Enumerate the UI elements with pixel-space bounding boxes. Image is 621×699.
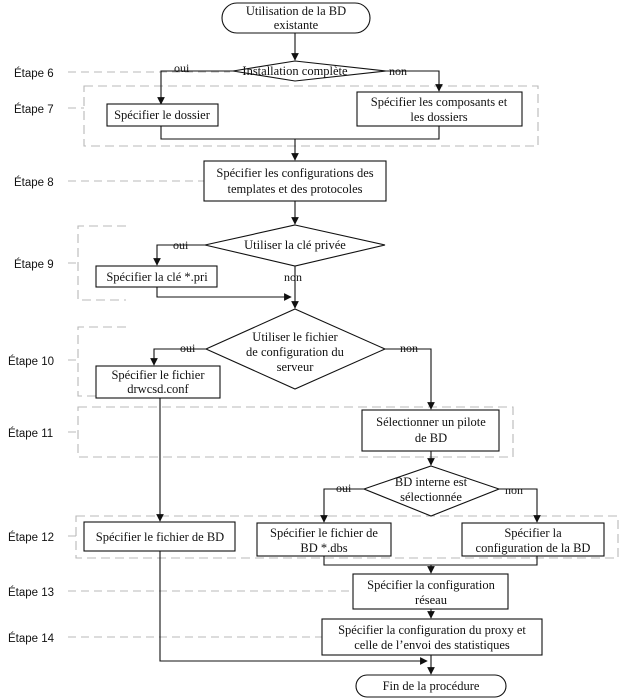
- yes-label-key: oui: [173, 238, 189, 252]
- svg-text:celle de l’envoi des statistiq: celle de l’envoi des statistiques: [354, 638, 510, 652]
- svg-text:existante: existante: [274, 18, 319, 32]
- no-label-internal: non: [505, 483, 523, 497]
- node-end: Fin de la procédure: [355, 674, 507, 698]
- svg-text:BD interne est: BD interne est: [395, 475, 468, 489]
- step-7-frame: [83, 85, 539, 147]
- decision-internal-db: BD interne est sélectionnée: [362, 465, 501, 517]
- node-dbs-file: Spécifier le fichier de BD *.dbs: [256, 522, 392, 557]
- svg-text:Utiliser la clé privée: Utiliser la clé privée: [244, 238, 346, 252]
- yes-label-install: oui: [174, 61, 190, 75]
- svg-text:Spécifier la configuration du: Spécifier la configuration du proxy et: [338, 623, 526, 637]
- node-key-file: Spécifier la clé *.pri: [95, 265, 218, 288]
- svg-text:Utiliser le fichier: Utiliser le fichier: [252, 330, 338, 344]
- node-proxy: Spécifier la configuration du proxy et c…: [321, 618, 543, 656]
- svg-text:de configuration du: de configuration du: [246, 345, 345, 359]
- svg-text:configuration de la BD: configuration de la BD: [476, 541, 591, 555]
- arrow-key-yes: [153, 244, 205, 266]
- arrow-internal-no: [499, 488, 541, 523]
- svg-text:réseau: réseau: [415, 593, 448, 607]
- arrow-dbfile-to-end: [159, 551, 428, 665]
- svg-text:serveur: serveur: [277, 360, 315, 374]
- decision-install: Installation complète: [232, 60, 387, 82]
- no-label-conf: non: [400, 341, 418, 355]
- step-labels: Étape 6 Étape 7 Étape 8 Étape 9 Étape 10…: [8, 67, 353, 645]
- svg-text:de BD: de BD: [415, 431, 447, 445]
- node-db-config: Spécifier la configuration de la BD: [461, 522, 605, 557]
- svg-text:Spécifier le fichier de BD: Spécifier le fichier de BD: [96, 530, 224, 544]
- arrow-install-yes: [157, 70, 233, 105]
- step-11-frame: [77, 406, 514, 458]
- decision-config-file: Utiliser le fichier de configuration du …: [204, 308, 387, 390]
- svg-text:Utilisation de la BD: Utilisation de la BD: [246, 4, 346, 18]
- branch-labels: oui non oui non oui non oui non: [173, 61, 523, 497]
- merge-step-7: [160, 126, 440, 140]
- arrow-internal-yes: [320, 488, 364, 523]
- svg-text:Installation complète: Installation complète: [242, 64, 348, 78]
- step-12-label: Étape 12: [8, 531, 54, 544]
- svg-text:Fin de la procédure: Fin de la procédure: [383, 679, 480, 693]
- svg-text:BD *.dbs: BD *.dbs: [300, 541, 347, 555]
- step-10-label: Étape 10: [8, 355, 54, 368]
- svg-text:Spécifier le fichier: Spécifier le fichier: [111, 368, 205, 382]
- no-label-install: non: [389, 64, 407, 78]
- arrow-conf-no: [385, 348, 435, 410]
- svg-text:Spécifier la clé *.pri: Spécifier la clé *.pri: [106, 270, 208, 284]
- svg-text:sélectionnée: sélectionnée: [400, 490, 462, 504]
- svg-text:drwcsd.conf: drwcsd.conf: [127, 382, 189, 396]
- step-9-label: Étape 9: [14, 258, 54, 271]
- svg-text:Spécifier le fichier de: Spécifier le fichier de: [270, 526, 378, 540]
- node-folder: Spécifier le dossier: [106, 103, 219, 127]
- node-db-driver: Sélectionner un pilote de BD: [361, 409, 500, 452]
- svg-text:templates et des protocoles: templates et des protocoles: [227, 182, 362, 196]
- svg-text:Spécifier la configuration: Spécifier la configuration: [367, 578, 495, 592]
- svg-text:Spécifier la: Spécifier la: [504, 526, 562, 540]
- step-8-label: Étape 8: [14, 176, 54, 189]
- node-db-file: Spécifier le fichier de BD: [83, 521, 236, 552]
- step-9-frame: [77, 225, 126, 301]
- node-start: Utilisation de la BD existante: [221, 2, 371, 34]
- svg-text:Sélectionner un pilote: Sélectionner un pilote: [376, 415, 486, 429]
- arrow-key-merge: [156, 287, 292, 301]
- arrow-conf-yes: [150, 348, 206, 366]
- decision-private-key: Utiliser la clé privée: [204, 224, 386, 267]
- yes-label-internal: oui: [336, 481, 352, 495]
- step-11-label: Étape 11: [8, 427, 53, 440]
- svg-text:Spécifier les composants et: Spécifier les composants et: [371, 95, 508, 109]
- step-6-label: Étape 6: [14, 67, 54, 80]
- merge-step-12: [323, 556, 538, 566]
- arrow-install-no: [386, 70, 443, 92]
- node-network: Spécifier la configuration réseau: [352, 573, 509, 610]
- svg-text:Spécifier les configurations d: Spécifier les configurations des: [216, 166, 373, 180]
- node-components: Spécifier les composants et les dossiers: [356, 91, 523, 127]
- svg-text:les dossiers: les dossiers: [410, 110, 467, 124]
- step-13-label: Étape 13: [8, 586, 54, 599]
- step-12-frame: [75, 515, 619, 559]
- svg-text:Spécifier le dossier: Spécifier le dossier: [114, 108, 211, 122]
- step-7-label: Étape 7: [14, 103, 54, 116]
- connectors: [150, 32, 541, 675]
- no-label-key: non: [284, 270, 302, 284]
- node-conf-file: Spécifier le fichier drwcsd.conf: [95, 365, 221, 399]
- yes-label-conf: oui: [180, 341, 196, 355]
- step-14-label: Étape 14: [8, 632, 55, 645]
- node-templates: Spécifier les configurations des templat…: [203, 160, 387, 202]
